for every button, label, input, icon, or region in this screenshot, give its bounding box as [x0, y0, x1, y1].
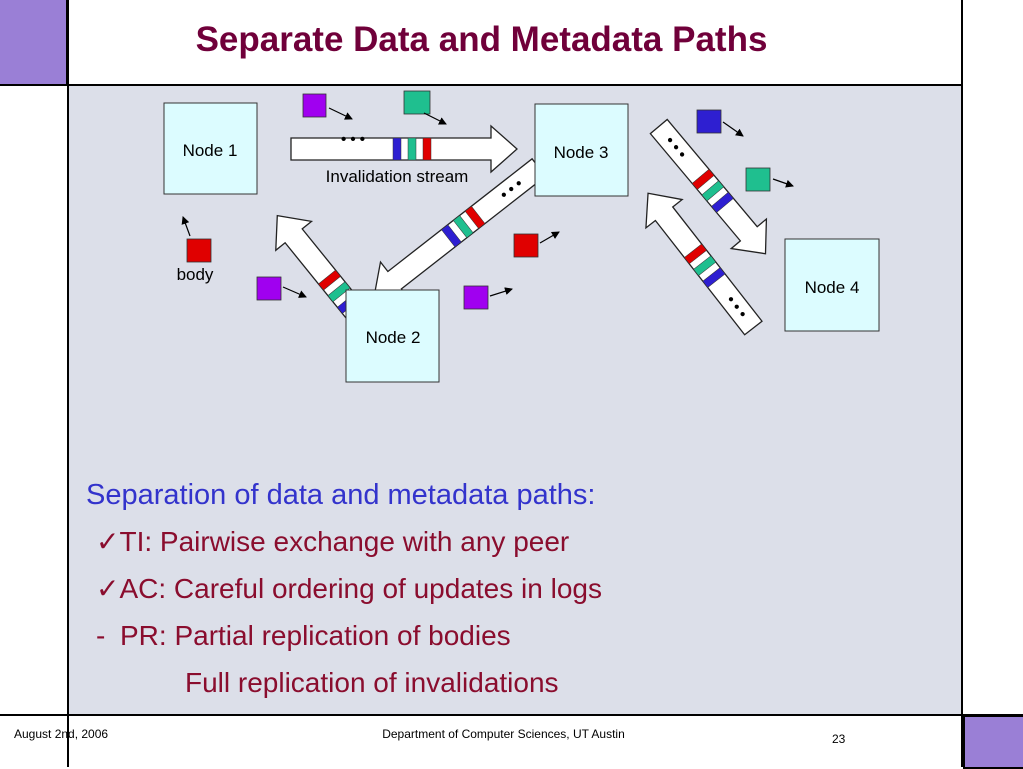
footer-date: August 2nd, 2006 [14, 727, 109, 741]
body-square-blue-right [696, 109, 744, 137]
bullet-continuation: Full replication of invalidations [185, 667, 559, 698]
slide-title: Separate Data and Metadata Paths [195, 20, 768, 59]
invalidation-stream-arrow-4-3: • • • [645, 192, 763, 336]
body-square-purple-center [463, 285, 513, 310]
check-icon: ✓ [96, 526, 120, 557]
node-3: Node 3 [534, 103, 629, 197]
right-border-line [961, 0, 963, 767]
invalidation-red [683, 243, 707, 265]
invalidation-green [452, 215, 474, 239]
node-2-label: Node 2 [366, 328, 421, 347]
node-1: Node 1 [163, 102, 258, 195]
bullet-heading: Separation of data and metadata paths: [86, 479, 596, 511]
node-1-label: Node 1 [183, 141, 238, 160]
body-square-red-center [513, 231, 560, 258]
node-4: Node 4 [784, 238, 880, 332]
body-square-purple-top [302, 93, 353, 120]
invalidation-stream-arrow-3-2: • • • [373, 157, 547, 300]
bullet-text: AC: Careful ordering of updates in logs [119, 573, 602, 604]
body-square-purple-left [256, 276, 307, 301]
bullet-list: Separation of data and metadata paths: ✓… [86, 476, 946, 711]
body-square-green-right [745, 167, 794, 192]
bullet-text: PR: Partial replication of bodies [120, 620, 511, 651]
invalidation-green [327, 281, 351, 303]
invalidation-red [691, 168, 715, 190]
node-2: Node 2 [345, 289, 440, 383]
corner-decoration-bottom-right [963, 715, 1023, 769]
invalidation-green [407, 137, 417, 161]
bullet-text: TI: Pairwise exchange with any peer [119, 526, 570, 557]
invalidation-stream-label: Invalidation stream [326, 167, 469, 186]
invalidation-red [464, 205, 486, 229]
left-border-line [67, 0, 69, 767]
page-number: 23 [832, 732, 846, 746]
invalidation-blue [392, 137, 402, 161]
invalidation-blue [441, 224, 462, 248]
bullet-item-ti: ✓TI: Pairwise exchange with any peer [86, 523, 946, 570]
invalidation-stream-arrow-1-3: • • • [290, 124, 518, 174]
invalidation-red [422, 137, 432, 161]
body-square-green-top [403, 90, 447, 125]
footer-department: Department of Computer Sciences, UT Aust… [382, 727, 625, 741]
invalidation-green [693, 255, 717, 277]
bullet-item-ac: ✓AC: Careful ordering of updates in logs [86, 570, 946, 617]
invalidation-blue [702, 267, 726, 288]
title-divider [0, 84, 963, 86]
slide-content-area: • • • • • • • • • • • • [69, 86, 961, 714]
ellipsis-label: • • • [341, 131, 365, 148]
invalidation-green [701, 180, 725, 202]
invalidation-red [318, 269, 341, 291]
dash-marker: - [96, 620, 106, 651]
check-icon: ✓ [96, 573, 120, 604]
footer-divider [0, 714, 1023, 716]
node-3-label: Node 3 [554, 143, 609, 162]
body-square-red-node1 [181, 216, 212, 263]
body-label: body [177, 265, 214, 284]
invalidation-blue [711, 191, 734, 213]
bullet-item-pr: -PR: Partial replication of bodies [86, 617, 946, 664]
replication-diagram: • • • • • • • • • • • • [163, 90, 880, 383]
node-4-label: Node 4 [805, 278, 860, 297]
